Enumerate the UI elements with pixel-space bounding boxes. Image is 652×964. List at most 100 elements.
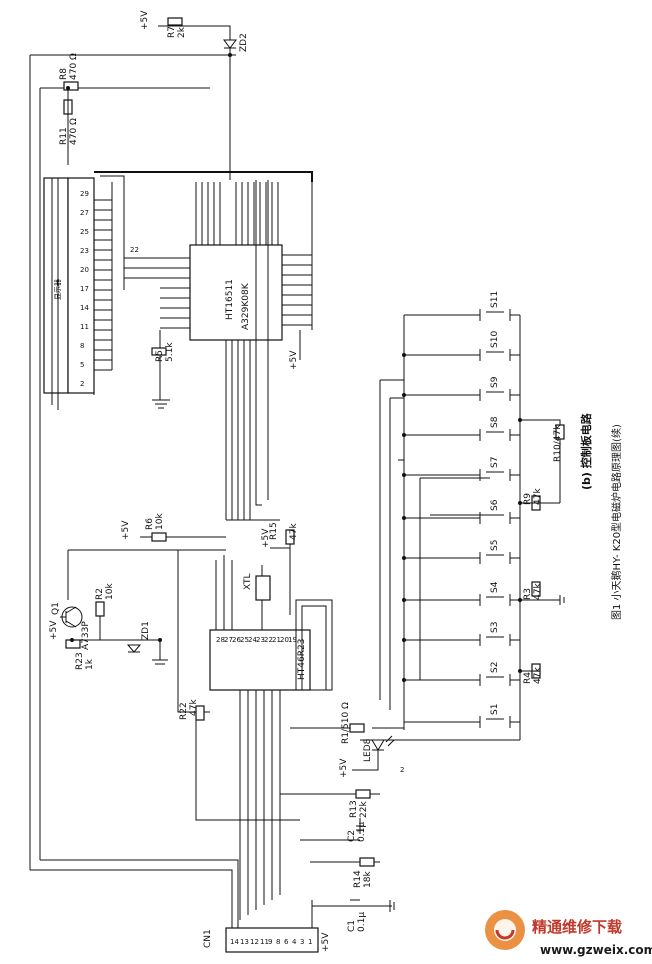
- svg-text:23: 23: [80, 247, 89, 255]
- switch-s5: S5: [404, 540, 520, 564]
- r11-label: R11: [59, 127, 69, 145]
- r8-value: 470 Ω: [69, 53, 79, 80]
- r7-value: 2k: [177, 26, 187, 38]
- switch-s3-label: S3: [490, 622, 500, 633]
- switch-s4-label: S4: [490, 581, 500, 593]
- xtl-crystal: [255, 575, 271, 601]
- r23-value: 1k: [85, 658, 95, 670]
- r10-label: R10/47k: [553, 424, 563, 462]
- r14-value: 18k: [363, 871, 373, 888]
- ic1-ht16511: HT16511 A329K08K 22 +5V: [124, 182, 313, 520]
- r2-label: R2: [95, 588, 105, 600]
- ic1-body: [189, 244, 283, 341]
- switch-s10-label: S10: [490, 331, 500, 348]
- switch-s8-label: S8: [490, 416, 500, 428]
- r3-value: 47k: [533, 583, 543, 600]
- switch-s11-label: S11: [490, 291, 500, 308]
- r11-value: 470 Ω: [69, 118, 79, 145]
- switch-s2: S2: [404, 662, 520, 686]
- switch-s10: S10: [404, 331, 520, 361]
- svg-text:13: 13: [240, 938, 249, 946]
- switch-s6: S6: [404, 499, 520, 524]
- ic2-body: [209, 629, 311, 691]
- c2-label: C2: [347, 830, 357, 842]
- display-bus: [93, 171, 313, 395]
- r23-label: R23: [75, 652, 85, 670]
- svg-text:11: 11: [80, 323, 89, 331]
- svg-text:22: 22: [130, 246, 139, 254]
- c1-value: 0.1μ: [357, 912, 367, 932]
- svg-text:20: 20: [80, 266, 89, 274]
- r14-label: R14: [353, 870, 363, 888]
- svg-text:17: 17: [80, 285, 89, 293]
- r1-label: R1/510 Ω: [341, 702, 351, 744]
- svg-text:8: 8: [80, 342, 84, 350]
- vcc-label-q1: +5V: [49, 620, 59, 640]
- switch-s11: S11: [404, 291, 520, 321]
- switch-s9: S9: [404, 376, 520, 401]
- zd2-label: ZD2: [239, 33, 249, 52]
- r22-resistor: [195, 705, 205, 721]
- svg-text:28: 28: [216, 636, 225, 644]
- r8-label: R8: [59, 68, 69, 80]
- r6-value: 10k: [155, 513, 165, 530]
- c2-value: 0.1μ: [357, 822, 367, 842]
- svg-text:27: 27: [80, 209, 89, 217]
- watermark: 精通维修下载 www.gzweix.com: [485, 910, 652, 957]
- ic1-right-pins: +5V: [282, 182, 313, 370]
- led8-group: R1/510 Ω LED8 +5V 2: [290, 702, 404, 778]
- svg-text:2: 2: [80, 380, 84, 388]
- switch-s1: S1: [404, 704, 520, 728]
- r6-resistor: [151, 532, 167, 542]
- switch-s4: S4: [404, 581, 520, 606]
- ic1-bottom-pins: [225, 340, 251, 520]
- q1-type: A733P: [81, 621, 91, 650]
- display-pin-numbers: 29 27 25 23 20 17 14 11 8 5 2: [80, 190, 89, 388]
- r1-resistor: [349, 723, 365, 733]
- svg-text:25: 25: [80, 228, 89, 236]
- svg-text:26: 26: [232, 636, 241, 644]
- vcc-label-top: +5V: [140, 10, 150, 30]
- svg-text:6: 6: [284, 938, 289, 946]
- r5-value: 5.1k: [165, 342, 175, 362]
- r13-resistor: [355, 789, 371, 799]
- r7-zd2-group: +5V R7 2k ZD2: [140, 10, 249, 180]
- svg-text:3: 3: [300, 938, 304, 946]
- ic1-left-pins: 22: [124, 246, 190, 329]
- r8-r11-group: R8 470 Ω R11 470 Ω: [29, 53, 236, 870]
- vcc-label-r15: +5V: [261, 528, 271, 548]
- svg-text:29: 29: [80, 190, 89, 198]
- figure-subcaption: (b) 控制板电路: [579, 412, 593, 490]
- led8-pin: 2: [400, 766, 404, 774]
- switch-s9-label: S9: [490, 376, 500, 388]
- svg-text:24: 24: [248, 636, 257, 644]
- svg-text:23: 23: [256, 636, 265, 644]
- svg-text:14: 14: [230, 938, 239, 946]
- display-module: 显示器 29 27 25 23 20 17 14 11 8 5 2: [43, 177, 95, 410]
- svg-text:11: 11: [260, 938, 269, 946]
- c1-label: C1: [347, 920, 357, 932]
- svg-text:5: 5: [80, 361, 84, 369]
- switch-s6-label: S6: [490, 499, 500, 511]
- r13-label: R13: [349, 800, 359, 818]
- main-bus: [226, 180, 280, 521]
- r4-value: 47k: [533, 667, 543, 684]
- svg-text:22: 22: [264, 636, 273, 644]
- watermark-url: www.gzweix.com: [540, 943, 652, 957]
- switch-s8: S8: [404, 416, 520, 441]
- figure-caption: 图1 小天鹅HY- K20型电磁炉电路原理图(续): [610, 424, 623, 620]
- switch-s1-label: S1: [490, 704, 500, 715]
- svg-text:1: 1: [308, 938, 312, 946]
- svg-text:21: 21: [272, 636, 281, 644]
- r2-value: 10k: [105, 583, 115, 600]
- r8-resistor: [63, 81, 79, 91]
- svg-text:25: 25: [240, 636, 249, 644]
- svg-text:8: 8: [276, 938, 280, 946]
- cn1-label: CN1: [203, 929, 213, 948]
- watermark-brand: 精通维修下载: [532, 918, 622, 936]
- r22-value: 47k: [189, 699, 199, 716]
- r14-resistor: [359, 857, 375, 867]
- switch-s7: S7: [404, 457, 520, 481]
- svg-text:12: 12: [250, 938, 259, 946]
